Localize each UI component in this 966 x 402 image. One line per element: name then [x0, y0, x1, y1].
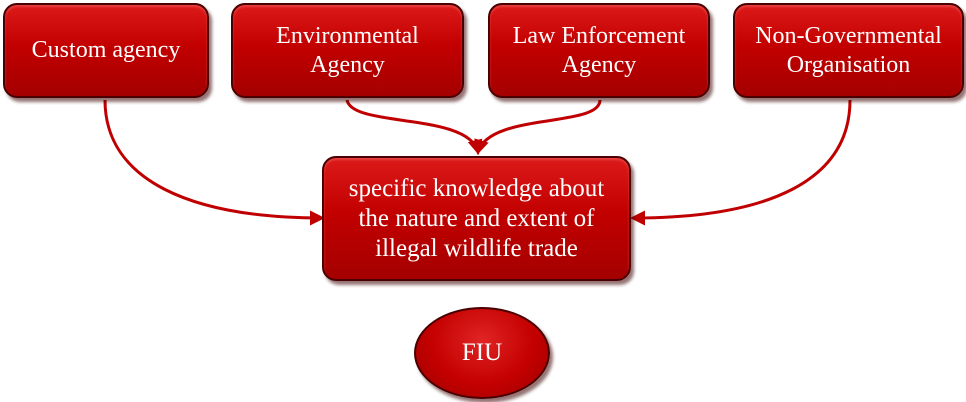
connector-environmental-to-knowledge: [345, 99, 483, 155]
connector-law-to-knowledge: [474, 99, 602, 155]
custom-agency-label: Custom agency: [31, 37, 181, 64]
connector-ngo-to-knowledge: [630, 99, 852, 226]
fiu-label: FIU: [461, 339, 503, 366]
fiu-ellipse: FIU: [414, 307, 550, 399]
environmental-agency-label: Environmental Agency: [276, 22, 419, 78]
ngo-box: Non-Governmental Organisation: [733, 3, 964, 98]
environmental-agency-box: Environmental Agency: [231, 3, 464, 98]
knowledge-label: specific knowledge about the nature and …: [348, 174, 605, 262]
connector-custom-to-knowledge: [103, 99, 325, 226]
knowledge-box: specific knowledge about the nature and …: [322, 156, 631, 281]
custom-agency-box: Custom agency: [3, 3, 209, 98]
law-enforcement-agency-box: Law Enforcement Agency: [488, 3, 710, 98]
law-enforcement-agency-label: Law Enforcement Agency: [512, 22, 686, 78]
ngo-label: Non-Governmental Organisation: [755, 22, 942, 78]
